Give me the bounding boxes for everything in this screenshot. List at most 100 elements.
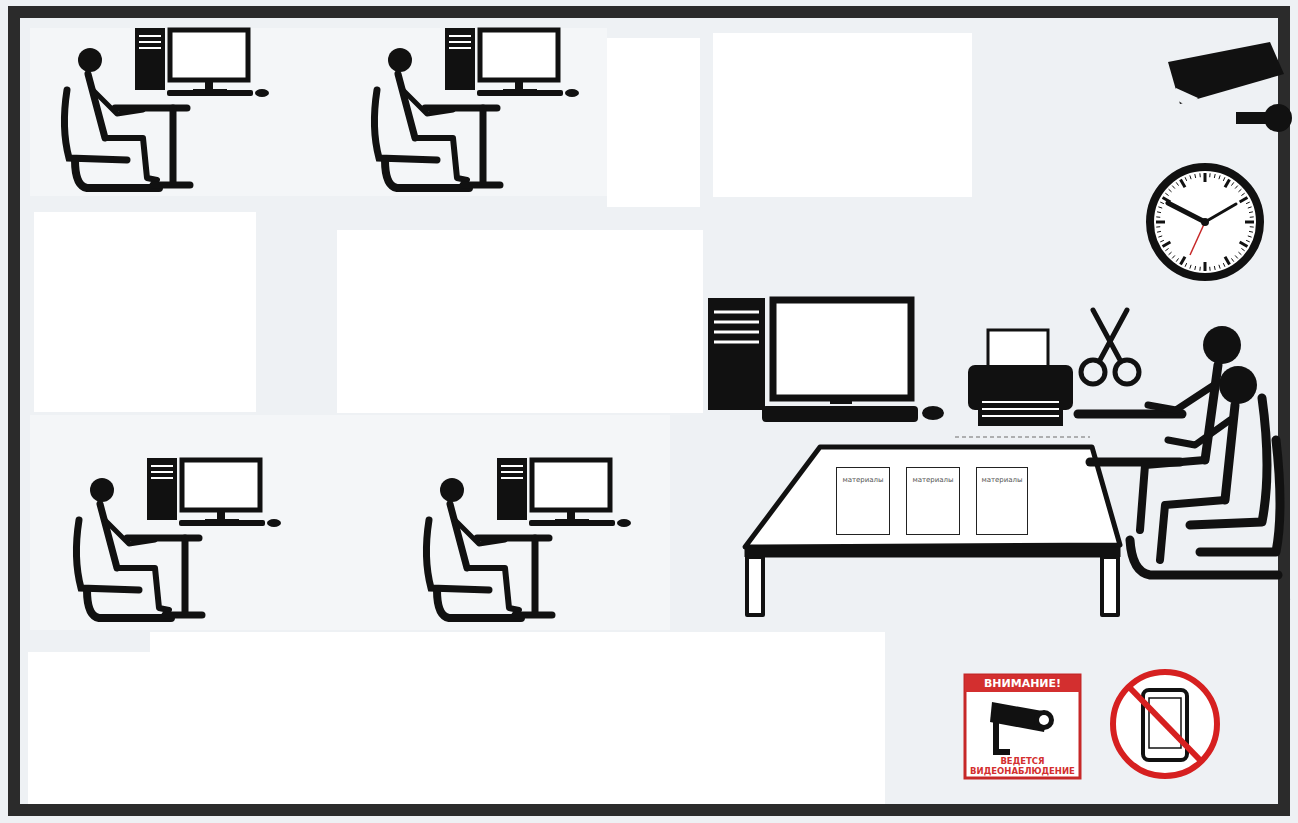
cctv-warning-sign bbox=[1034, 710, 1054, 730]
organizer-computer bbox=[714, 312, 759, 342]
wall-clock bbox=[1231, 182, 1233, 185]
wall-clock bbox=[1199, 267, 1200, 271]
wall-clock bbox=[1209, 173, 1210, 177]
student-workstation bbox=[64, 28, 269, 188]
security-camera bbox=[1168, 42, 1292, 132]
wall-clock bbox=[1219, 265, 1220, 269]
wall-clock bbox=[1160, 240, 1164, 242]
security-camera bbox=[1170, 88, 1198, 108]
no-phone-sign bbox=[1113, 672, 1217, 776]
wall-clock bbox=[1194, 174, 1196, 178]
organizer-person bbox=[1148, 385, 1214, 410]
wall-clock bbox=[1246, 240, 1250, 242]
warning-sign: ВНИМАНИЕ! ВЕДЕТСЯ ВИДЕОНАБЛЮДЕНИЕ bbox=[965, 675, 1080, 778]
blank-area bbox=[150, 632, 885, 804]
wall-clock bbox=[1176, 258, 1178, 261]
wall-clock bbox=[1250, 216, 1254, 217]
wall-clock bbox=[1219, 175, 1220, 179]
student-workstation bbox=[426, 458, 631, 618]
blank-area bbox=[607, 38, 700, 207]
blank-area bbox=[713, 33, 972, 197]
scissors bbox=[1081, 360, 1105, 384]
wall-clock bbox=[1248, 207, 1252, 208]
wall-clock bbox=[1249, 211, 1253, 213]
organizer-computer bbox=[708, 298, 944, 422]
wall-clock bbox=[1190, 222, 1205, 255]
wall-clock bbox=[1157, 231, 1161, 233]
material-sheet: материалы bbox=[906, 467, 960, 535]
no-phone-sign bbox=[1130, 688, 1200, 760]
cctv-warning-sign bbox=[965, 675, 1080, 778]
wall-clock bbox=[1241, 248, 1244, 250]
wall-clock bbox=[1214, 174, 1216, 178]
organizer-computer bbox=[830, 398, 852, 404]
wall-clock bbox=[1165, 248, 1168, 250]
wall-clock bbox=[1240, 242, 1248, 247]
wall-clock bbox=[1165, 193, 1168, 195]
wall-clock bbox=[1156, 226, 1160, 227]
materials-table bbox=[747, 557, 763, 615]
sign-heading: ВНИМАНИЕ! bbox=[965, 675, 1080, 692]
scissors bbox=[1081, 310, 1139, 384]
wall-clock bbox=[1204, 173, 1207, 182]
organizer-person bbox=[1205, 365, 1218, 460]
scissors bbox=[1093, 310, 1127, 360]
wall-clock bbox=[1238, 189, 1241, 192]
sheet-label: материалы bbox=[979, 476, 1025, 485]
sheet-label: материалы bbox=[839, 476, 887, 485]
wall-clock bbox=[1235, 255, 1238, 258]
wall-clock bbox=[1163, 242, 1171, 247]
organizer-person bbox=[1130, 540, 1278, 575]
wall-clock bbox=[1241, 193, 1244, 195]
organizer-person bbox=[1168, 420, 1230, 445]
materials-table bbox=[745, 447, 1120, 615]
wall-clock bbox=[1158, 236, 1162, 237]
wall-clock bbox=[1150, 167, 1260, 277]
wall-clock bbox=[1156, 221, 1165, 224]
organizer-computer bbox=[762, 406, 918, 422]
student-workstation bbox=[64, 28, 631, 618]
wall-clock bbox=[1181, 257, 1186, 265]
student-workstation bbox=[76, 458, 281, 618]
wall-clock bbox=[1176, 182, 1178, 185]
material-sheet: материалы bbox=[836, 467, 890, 535]
organizer-computer bbox=[773, 300, 911, 398]
wall-clock bbox=[1249, 231, 1253, 233]
organizer-person bbox=[1219, 366, 1257, 404]
wall-clock bbox=[1205, 204, 1236, 222]
cut-line bbox=[955, 436, 1090, 438]
sign-body: ВЕДЕТСЯ ВИДЕОНАБЛЮДЕНИЕ bbox=[965, 756, 1080, 776]
wall-clock bbox=[1190, 175, 1191, 179]
wall-clock bbox=[1223, 177, 1225, 181]
wall-clock bbox=[1199, 173, 1200, 177]
cctv-warning-sign bbox=[996, 722, 1010, 752]
organizer-person bbox=[1140, 460, 1205, 530]
no-phone-sign bbox=[1113, 672, 1217, 776]
wall-clock bbox=[1172, 186, 1175, 189]
printer bbox=[982, 402, 1059, 416]
room-frame bbox=[14, 12, 1284, 810]
wall-clock bbox=[1204, 262, 1207, 271]
wall-clock bbox=[1169, 252, 1172, 255]
wall-clock bbox=[1169, 189, 1172, 192]
wall-clock bbox=[1156, 173, 1254, 271]
wall-clock bbox=[1214, 266, 1216, 270]
wall-clock bbox=[1194, 266, 1196, 270]
wall-clock bbox=[1209, 267, 1210, 271]
desk-zone bbox=[30, 28, 607, 196]
wall-clock bbox=[1248, 236, 1252, 237]
wall-clock bbox=[1235, 186, 1238, 189]
wall-clock bbox=[1160, 202, 1164, 204]
organizer-person bbox=[1200, 440, 1280, 552]
wall-clock bbox=[1223, 263, 1225, 267]
wall-clock bbox=[1225, 257, 1230, 265]
wall-clock bbox=[1225, 180, 1230, 188]
student-workstation bbox=[374, 28, 579, 188]
printer bbox=[988, 330, 1048, 370]
organizer-person bbox=[1078, 326, 1280, 575]
desk-zone bbox=[30, 415, 670, 630]
wall-clock bbox=[1240, 198, 1248, 203]
materials-table bbox=[745, 447, 1120, 547]
wall-clock bbox=[1156, 216, 1160, 217]
